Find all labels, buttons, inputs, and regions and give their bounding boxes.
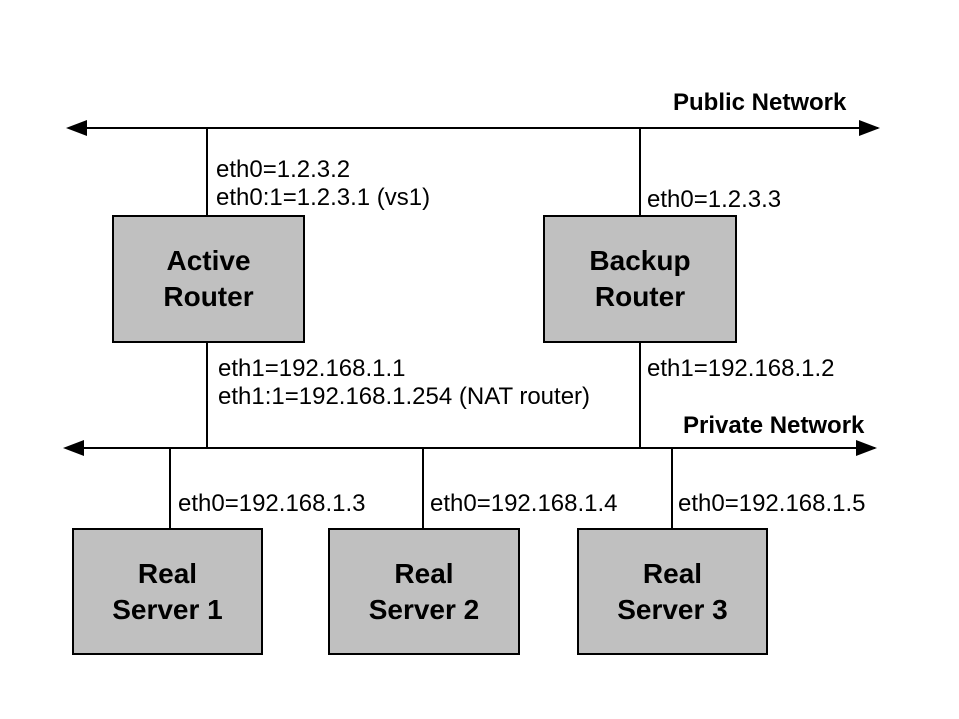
real-server-1-box: Real Server 1: [72, 528, 263, 655]
real-server-1-name-line1: Real: [137, 557, 198, 589]
private-network-label: Private Network: [683, 412, 865, 439]
private-network-left-arrowhead-icon: [63, 440, 84, 456]
real-server-2-name-line2: Server 2: [368, 593, 480, 625]
backup-router-box: Backup Router: [543, 215, 737, 343]
backup-router-name-line2: Router: [594, 281, 686, 312]
real-server-3-box: Real Server 3: [577, 528, 768, 655]
real-server-1-link-line: [169, 448, 171, 528]
active-router-public-interfaces: eth0=1.2.3.2 eth0:1=1.2.3.1 (vs1): [216, 156, 430, 212]
public-network-left-arrowhead-icon: [66, 120, 87, 136]
backup-router-name-line1: Backup: [589, 245, 691, 276]
active-router-public-ip-line2: eth0:1=1.2.3.1 (vs1): [216, 184, 431, 211]
active-router-public-link-line: [206, 128, 208, 215]
public-network-right-arrowhead-icon: [859, 120, 880, 136]
real-server-3-ip: eth0=192.168.1.5: [678, 490, 866, 517]
backup-router-private-link-line: [639, 343, 641, 448]
active-router-public-ip-line1: eth0=1.2.3.2: [216, 156, 351, 183]
public-network-label: Public Network: [673, 89, 847, 116]
active-router-private-link-line: [206, 343, 208, 448]
real-server-2-name-line1: Real: [394, 557, 454, 589]
backup-router-public-ip: eth0=1.2.3.3: [647, 186, 782, 213]
private-network-line: [67, 447, 875, 449]
real-server-1-ip: eth0=192.168.1.3: [178, 490, 366, 517]
public-network-line: [70, 127, 878, 129]
real-server-3-name-line2: Server 3: [617, 593, 728, 625]
active-router-box: Active Router: [112, 215, 305, 343]
backup-router-public-link-line: [639, 128, 641, 215]
active-router-name-line1: Active: [166, 245, 251, 276]
private-network-right-arrowhead-icon: [856, 440, 877, 456]
real-server-2-ip: eth0=192.168.1.4: [430, 490, 618, 517]
real-server-1-name-line2: Server 1: [112, 593, 223, 625]
backup-router-private-ip: eth1=192.168.1.2: [647, 355, 835, 382]
active-router-name-line2: Router: [163, 281, 254, 312]
real-server-2-box: Real Server 2: [328, 528, 520, 655]
active-router-private-interfaces: eth1=192.168.1.1 eth1:1=192.168.1.254 (N…: [218, 355, 590, 411]
active-router-private-ip-line1: eth1=192.168.1.1: [218, 355, 406, 382]
real-server-3-link-line: [671, 448, 673, 528]
real-server-3-name-line1: Real: [642, 557, 703, 589]
real-server-2-link-line: [422, 448, 424, 528]
active-router-private-ip-line2: eth1:1=192.168.1.254 (NAT router): [218, 383, 591, 410]
